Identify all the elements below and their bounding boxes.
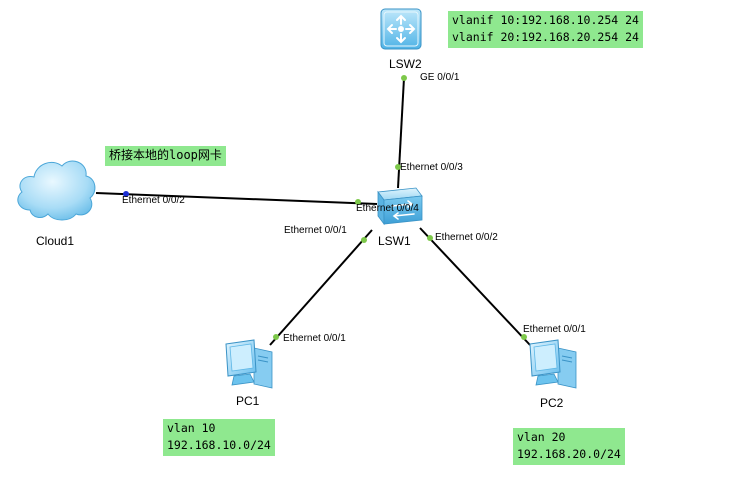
port-label-pc2-e1: Ethernet 0/0/1 (523, 324, 586, 335)
port-label-lsw2-ge: GE 0/0/1 (420, 72, 460, 83)
port-label-lsw1-e3: Ethernet 0/0/3 (400, 162, 463, 173)
lsw1-switch-icon[interactable] (372, 184, 424, 228)
cloud1-cloud-icon[interactable] (12, 152, 98, 224)
port-dot-pc2-e1[interactable] (521, 334, 527, 340)
port-label-lsw1-e2: Ethernet 0/0/2 (435, 232, 498, 243)
pc1-computer-icon[interactable] (220, 338, 276, 392)
port-label-lsw1-e4: Ethernet 0/0/4 (356, 203, 419, 214)
lsw1-label: LSW1 (378, 234, 411, 248)
pc1-vlan-note[interactable]: vlan 10 192.168.10.0/24 (163, 419, 275, 456)
port-dot-lsw1-e3[interactable] (395, 164, 401, 170)
port-label-lsw1-e1: Ethernet 0/0/1 (284, 225, 347, 236)
link-lsw1-pc2[interactable] (419, 227, 531, 346)
port-label-pc1-e1: Ethernet 0/0/1 (283, 333, 346, 344)
link-cloud1-lsw1[interactable] (95, 192, 378, 205)
cloud1-label: Cloud1 (36, 234, 75, 248)
port-dot-cloud-e2[interactable] (123, 191, 129, 197)
lsw2-switch-icon[interactable] (378, 6, 426, 54)
link-lsw1-pc1[interactable] (269, 229, 373, 346)
lsw2-label: LSW2 (389, 57, 422, 71)
port-label-cloud-e2: Ethernet 0/0/2 (122, 195, 185, 206)
pc2-label: PC2 (540, 396, 564, 410)
port-dot-lsw1-e1[interactable] (361, 237, 367, 243)
cloud-bridge-note[interactable]: 桥接本地的loop网卡 (105, 146, 226, 166)
port-dot-pc1-e1[interactable] (273, 334, 279, 340)
port-dot-lsw1-e4[interactable] (355, 199, 361, 205)
port-dot-lsw2-ge[interactable] (401, 75, 407, 81)
pc1-label: PC1 (236, 394, 260, 408)
pc2-vlan-note[interactable]: vlan 20 192.168.20.0/24 (513, 428, 625, 465)
pc2-computer-icon[interactable] (524, 338, 580, 392)
port-dot-lsw1-e2[interactable] (427, 235, 433, 241)
lsw2-vlanif-note[interactable]: vlanif 10:192.168.10.254 24 vlanif 20:19… (448, 11, 643, 48)
